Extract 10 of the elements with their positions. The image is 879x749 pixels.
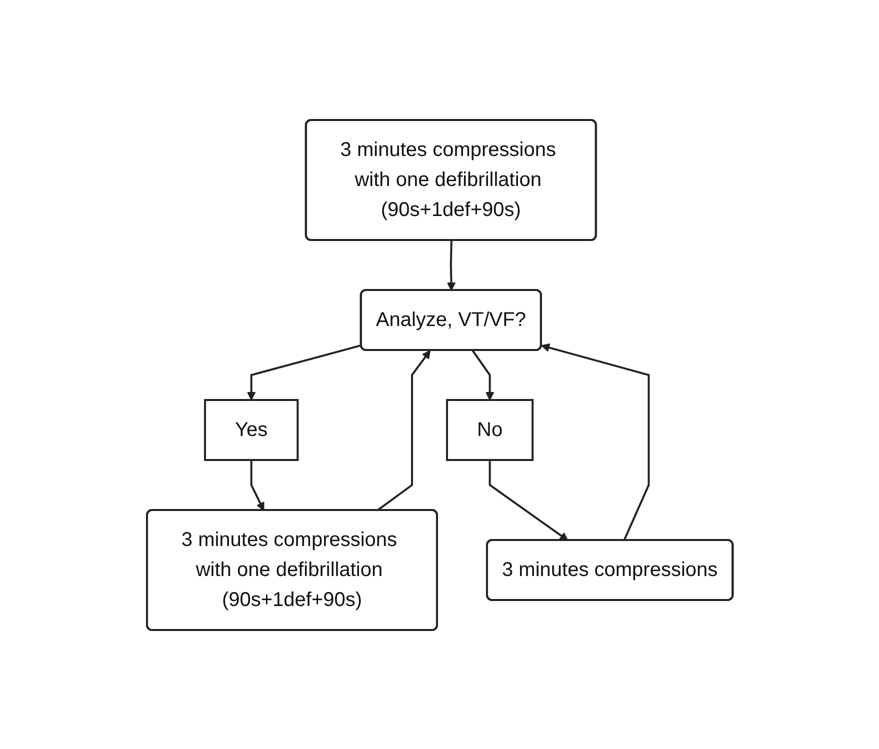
arrow xyxy=(250,460,264,510)
node-box: Yes xyxy=(204,398,298,460)
node-text: 3 minutes compressions with one defibrillation (90s+1def+90s) xyxy=(181,528,397,610)
arrow xyxy=(488,460,568,540)
arrow xyxy=(376,350,430,511)
arrow xyxy=(471,349,494,400)
arrow xyxy=(246,344,362,400)
arrow xyxy=(446,240,456,290)
arrow xyxy=(540,342,650,540)
node-box: No xyxy=(446,398,534,460)
